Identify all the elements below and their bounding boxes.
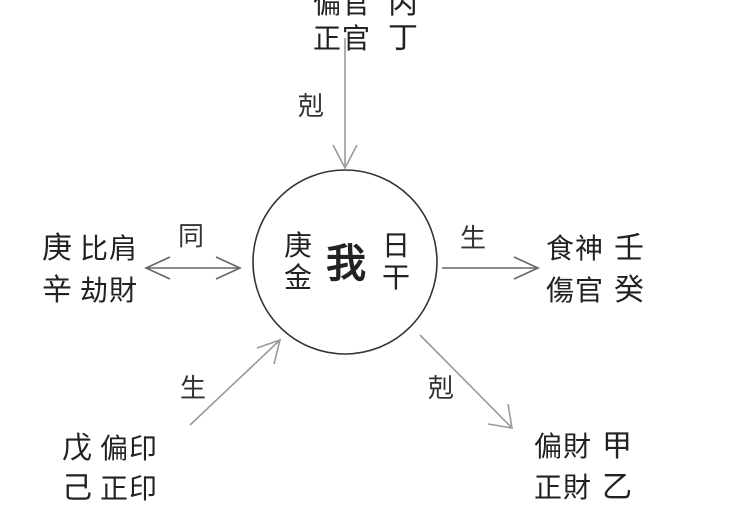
arrow-bottom-left-to-center <box>189 338 282 426</box>
bottom-right-relation-label: 剋 <box>428 374 455 404</box>
top-row2-label: 正官 <box>313 22 372 55</box>
arrow-center-to-bottom-right <box>419 334 513 429</box>
arrow-left-double <box>144 256 242 280</box>
arrow-right <box>442 256 540 280</box>
center-right-top: 日 <box>382 229 411 262</box>
top-row1-label: 偏官 <box>313 0 372 20</box>
right-relation-label: 生 <box>460 224 487 254</box>
center-main-label: 我 <box>326 240 366 287</box>
bottom-right-row2-label: 正財 <box>534 471 593 504</box>
bottom-left-row1-label: 偏印 <box>100 432 159 465</box>
bottom-right-row2-stem: 乙 <box>602 470 632 505</box>
top-row1-stem: 丙 <box>388 0 418 21</box>
arrow-top-to-center <box>332 38 358 170</box>
left-relation-label: 同 <box>178 222 205 252</box>
bottom-left-relation-label: 生 <box>180 374 207 404</box>
bottom-right-row1-stem: 甲 <box>602 429 632 464</box>
bottom-left-row2-stem: 己 <box>62 471 92 506</box>
bottom-left-row1-stem: 戊 <box>62 431 92 466</box>
top-row2-stem: 丁 <box>388 21 418 56</box>
right-row1-label: 食神 <box>546 232 605 265</box>
bottom-right-row1-label: 偏財 <box>534 430 593 463</box>
left-row1-label: 比肩 <box>80 232 139 265</box>
right-row1-stem: 壬 <box>614 231 644 266</box>
center-right-bottom: 干 <box>382 261 411 294</box>
center-stem-bottom: 金 <box>284 261 313 294</box>
bottom-left-row2-label: 正印 <box>100 472 159 505</box>
center-stem-top: 庚 <box>284 229 313 262</box>
day-master-circle <box>252 169 438 355</box>
left-row2-stem: 辛 <box>42 273 72 308</box>
left-row1-stem: 庚 <box>42 231 72 266</box>
left-row2-label: 劫財 <box>80 274 139 307</box>
right-row2-label: 傷官 <box>546 274 605 307</box>
right-row2-stem: 癸 <box>614 273 644 308</box>
top-relation-label: 剋 <box>298 92 325 122</box>
